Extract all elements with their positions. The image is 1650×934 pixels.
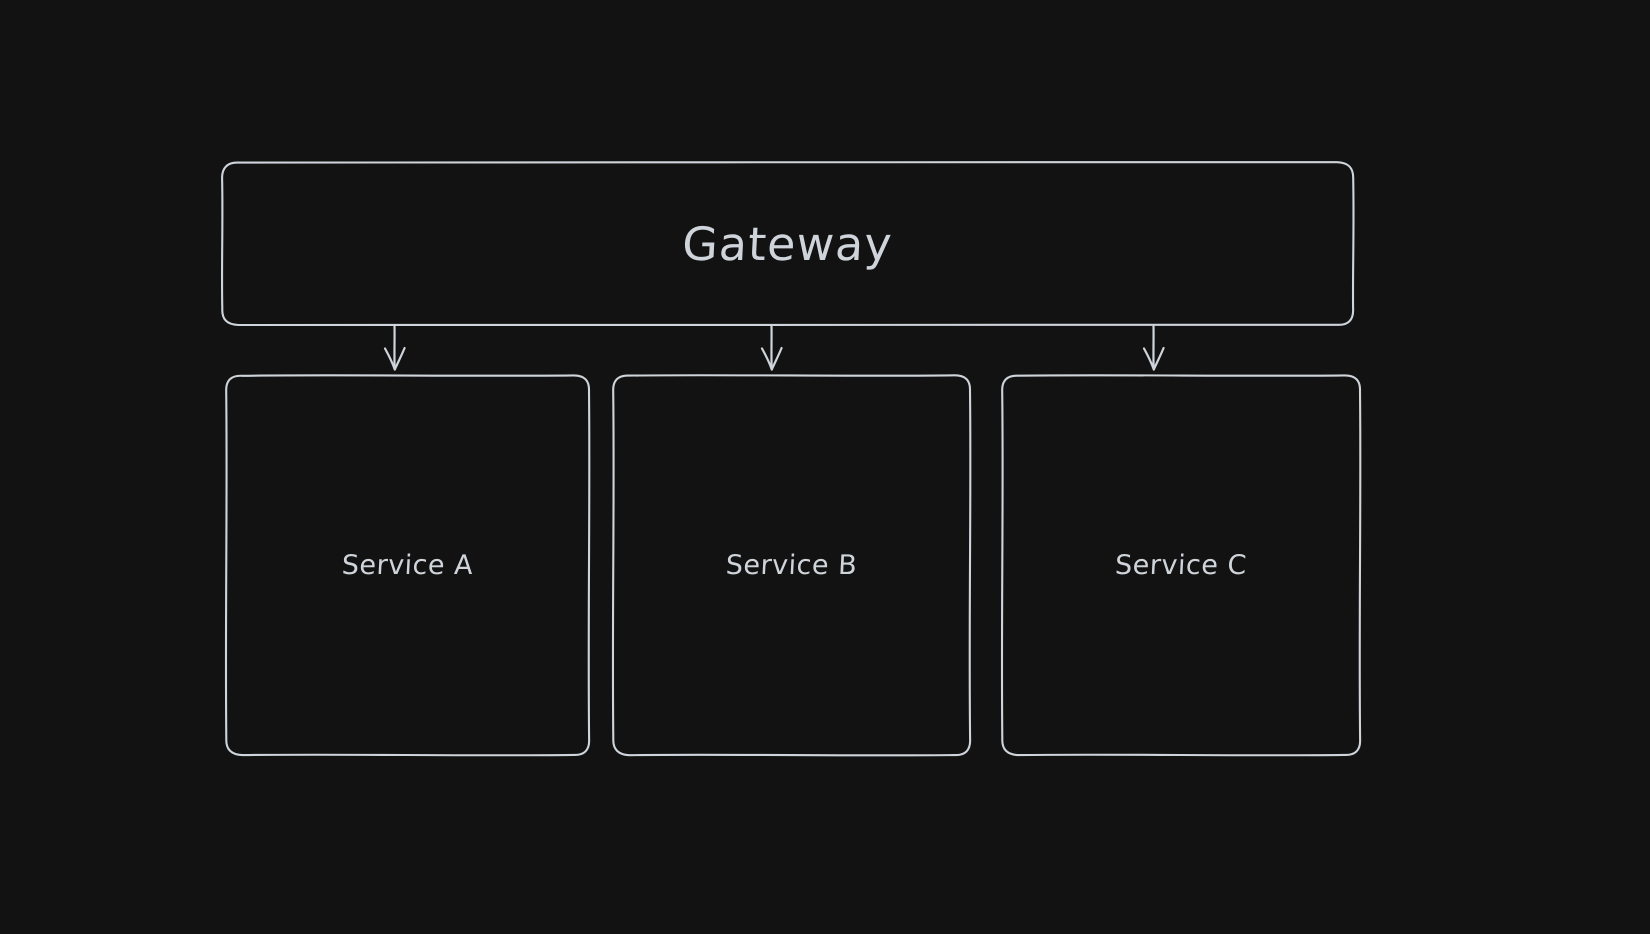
service-a-node-label: Service A xyxy=(341,549,474,581)
arrowhead-left xyxy=(383,347,396,371)
arrowhead-right xyxy=(1152,346,1165,371)
service-b-node-label: Service B xyxy=(724,549,859,581)
edge-gateway-service-c[interactable] xyxy=(1142,324,1165,371)
arrowhead-left xyxy=(760,347,773,371)
arrowhead-right xyxy=(770,346,783,371)
arrowhead-left xyxy=(1142,347,1155,371)
service-c-node-label: Service C xyxy=(1114,549,1248,581)
node-service-a[interactable] xyxy=(224,374,591,757)
edge-gateway-service-b[interactable] xyxy=(760,324,783,371)
gateway-box-outline xyxy=(220,161,1355,327)
gateway-node-label: Gateway xyxy=(680,216,895,271)
node-service-b[interactable] xyxy=(611,374,972,757)
service-b-box-outline xyxy=(611,374,972,757)
service-c-box-outline xyxy=(1000,374,1362,757)
arrowhead-right xyxy=(393,346,406,371)
service-a-box-outline xyxy=(224,374,591,757)
edge-gateway-service-a[interactable] xyxy=(383,324,406,371)
node-gateway[interactable] xyxy=(220,161,1355,327)
node-service-c[interactable] xyxy=(1000,374,1362,757)
